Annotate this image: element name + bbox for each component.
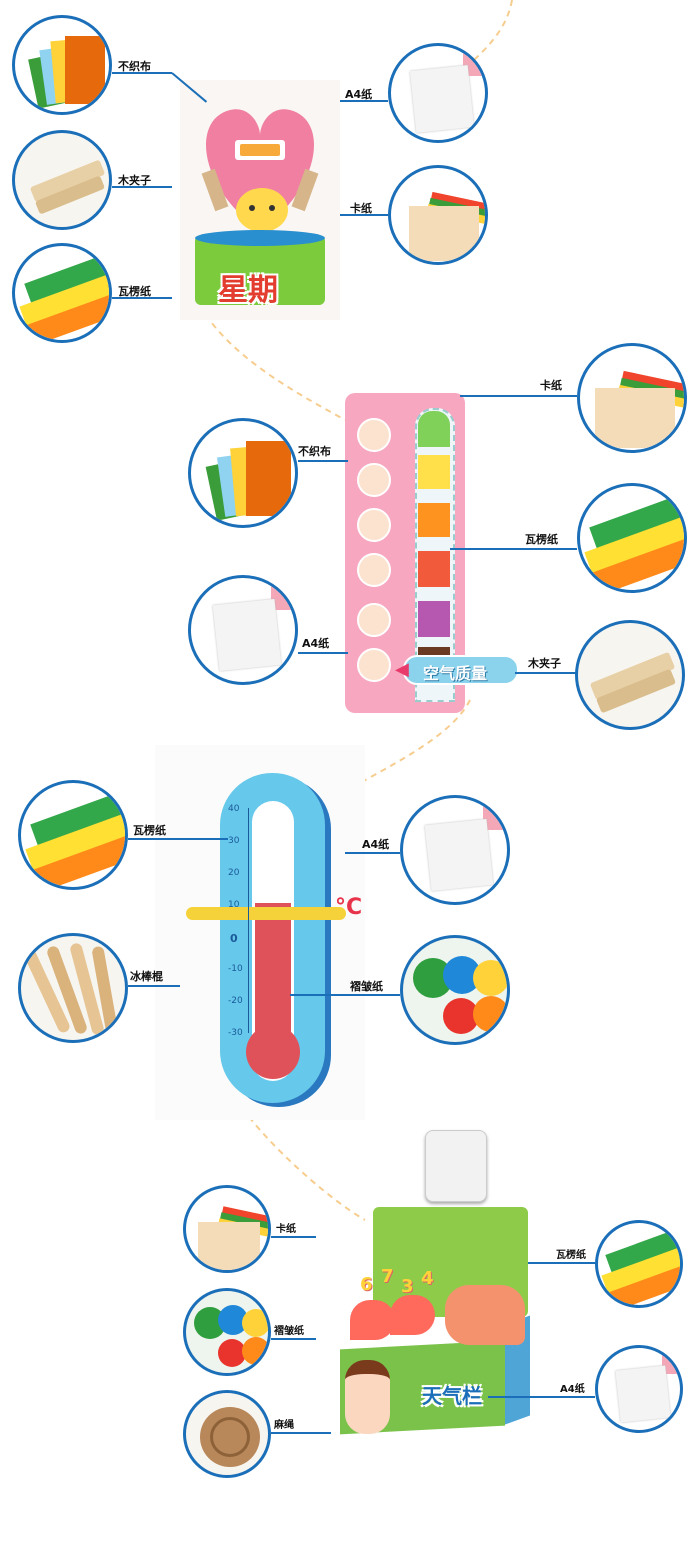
unit-badge: °C [335, 895, 363, 920]
label-a4: A4纸 [560, 1384, 585, 1395]
label-a4: A4纸 [302, 637, 330, 650]
label-card: 卡纸 [350, 202, 372, 215]
label-corrugated: 瓦楞纸 [118, 285, 151, 298]
felt-sample-circle [12, 15, 112, 115]
label-clip: 木夹子 [528, 657, 561, 670]
digit: 3 [401, 1276, 414, 1297]
label-clip: 木夹子 [118, 174, 151, 187]
felt-sample-circle [188, 418, 298, 528]
girl-figure [345, 1360, 390, 1434]
face-icon [357, 463, 391, 497]
label-card: 卡纸 [540, 379, 562, 392]
face-icon [357, 553, 391, 587]
label-twine: 麻绳 [274, 1420, 294, 1431]
label-felt: 不织布 [298, 445, 331, 458]
a4-sample-circle [188, 575, 298, 685]
card-sample-circle [183, 1185, 271, 1273]
air-quality-text: 空气质量 [423, 664, 488, 683]
twine-sample-circle [183, 1390, 271, 1478]
a4-sample-circle [400, 795, 510, 905]
corrugated-sample-circle [577, 483, 687, 593]
corrugated-sample-circle [595, 1220, 683, 1308]
label-stick: 冰棒棍 [130, 970, 163, 983]
weekday-craft-image: 星期 [180, 80, 340, 320]
face-icon [357, 648, 391, 682]
clip-sample-circle [12, 130, 112, 230]
crepe-sample-circle [400, 935, 510, 1045]
wall-hook [425, 1130, 487, 1202]
weather-board-text: 天气栏 [422, 1384, 482, 1408]
popsicle-stick [186, 907, 346, 920]
digit: 7 [381, 1266, 394, 1287]
digit: 4 [421, 1268, 434, 1289]
label-card: 卡纸 [276, 1224, 296, 1235]
face-icon [357, 603, 391, 637]
corrugated-sample-circle [18, 780, 128, 890]
label-a4: A4纸 [345, 88, 373, 101]
thermometer-body [220, 773, 325, 1103]
air-quality-badge: ◀ 空气质量 [395, 655, 519, 685]
popsicle-stick-sample-circle [18, 933, 128, 1043]
card-sample-circle [577, 343, 687, 453]
a4-sample-circle [388, 43, 488, 143]
corrugated-sample-circle [12, 243, 112, 343]
face-icon [357, 418, 391, 452]
label-felt: 不织布 [118, 60, 151, 73]
crepe-sample-circle [183, 1288, 271, 1376]
label-corrugated: 瓦楞纸 [133, 824, 166, 837]
thermometer-scale: 40 30 20 10 0 -10 -20 -30 [228, 804, 249, 1038]
label-corrugated: 瓦楞纸 [556, 1250, 586, 1261]
craft-text: 星期 [218, 273, 278, 308]
label-a4: A4纸 [362, 838, 390, 851]
clip-sample-circle [575, 620, 685, 730]
a4-sample-circle [595, 1345, 683, 1433]
card-sample-circle [388, 165, 488, 265]
label-corrugated: 瓦楞纸 [525, 533, 558, 546]
label-crepe: 褶皱纸 [350, 980, 383, 993]
face-icon [357, 508, 391, 542]
label-crepe: 褶皱纸 [274, 1326, 304, 1337]
digit: 6 [360, 1274, 373, 1295]
